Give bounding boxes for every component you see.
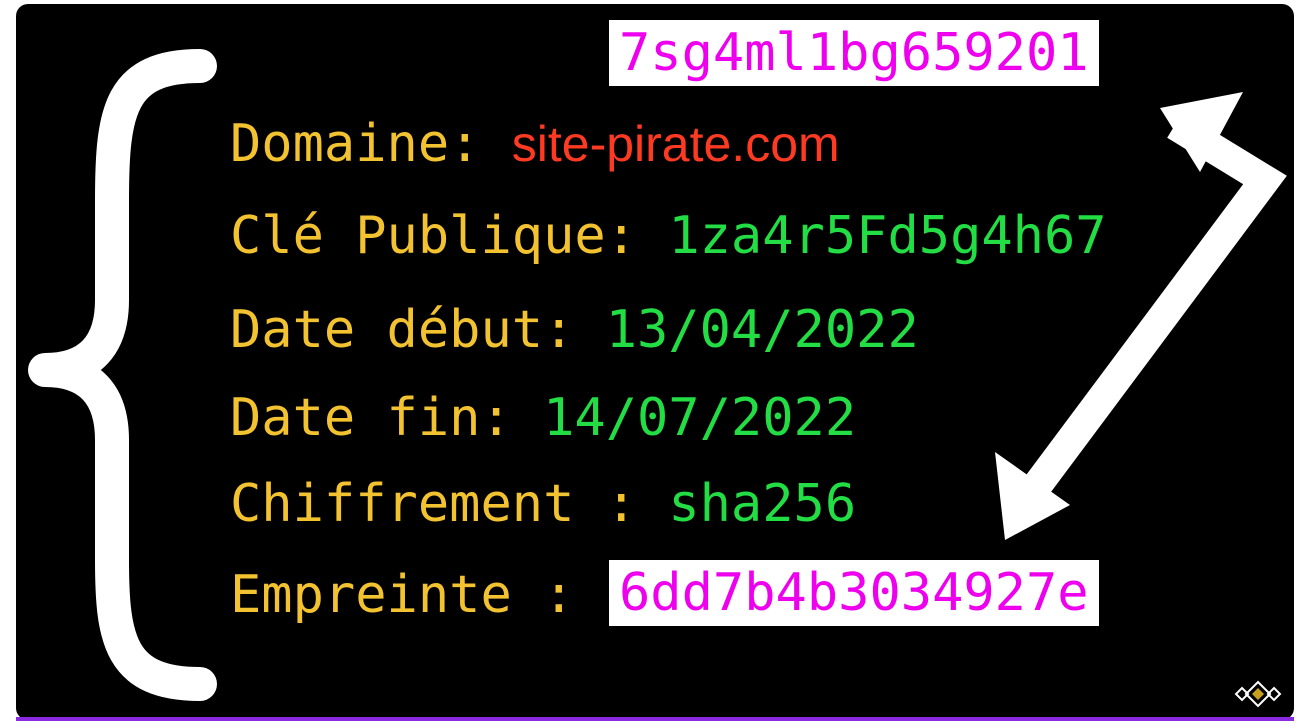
end-date-value: 14/07/2022 <box>543 388 857 448</box>
public-key-value: 1za4r5Fd5g4h67 <box>668 206 1107 266</box>
double-arrow-icon <box>995 92 1287 540</box>
encryption-label: Chiffrement : <box>230 474 637 534</box>
encryption-row: Chiffrement : sha256 <box>230 474 856 534</box>
progress-accent-line <box>16 717 1294 721</box>
domain-label: Domaine: <box>230 114 481 174</box>
domain-value: site-pirate.com <box>511 116 840 172</box>
domain-row: Domaine: site-pirate.com <box>230 114 840 174</box>
fingerprint-label: Empreinte : <box>230 565 575 625</box>
start-date-value: 13/04/2022 <box>605 300 919 360</box>
public-key-row: Clé Publique: 1za4r5Fd5g4h67 <box>230 206 1107 266</box>
fingerprint-hash-box: 6dd7b4b3034927e <box>609 560 1099 626</box>
logo-icon <box>1234 680 1282 708</box>
start-date-row: Date début: 13/04/2022 <box>230 300 919 360</box>
public-key-label: Clé Publique: <box>230 206 637 266</box>
signature-hash-box: 7sg4ml1bg659201 <box>609 20 1099 86</box>
end-date-row: Date fin: 14/07/2022 <box>230 388 856 448</box>
curly-brace-icon <box>28 49 217 701</box>
start-date-label: Date début: <box>230 300 575 360</box>
end-date-label: Date fin: <box>230 388 512 448</box>
fingerprint-row: Empreinte : <box>230 565 574 625</box>
encryption-value: sha256 <box>668 474 857 534</box>
